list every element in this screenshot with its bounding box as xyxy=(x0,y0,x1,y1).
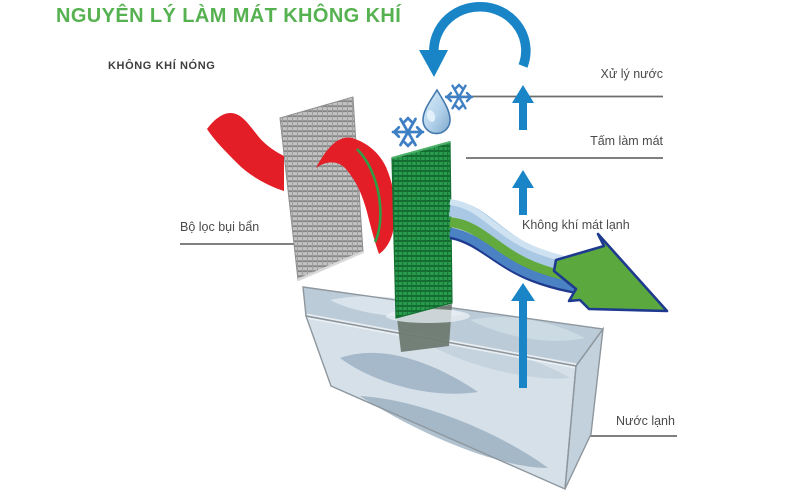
snowflake-icon xyxy=(391,116,425,148)
up-arrow-icon xyxy=(512,85,534,215)
water-droplet-icon xyxy=(422,88,451,135)
cooling-pad-panel xyxy=(391,141,453,319)
up-arrow-icon xyxy=(511,283,535,388)
cold-water-label: Nước lạnh xyxy=(616,414,675,428)
dust-filter-label: Bộ lọc bụi bẩn xyxy=(180,220,260,234)
cool-air-arrow-icon xyxy=(448,199,669,313)
dust-filter-panel xyxy=(279,96,364,282)
circular-arrow-icon xyxy=(419,1,531,77)
page-title: NGUYÊN LÝ LÀM MÁT KHÔNG KHÍ xyxy=(56,5,402,27)
snowflake-icon xyxy=(444,83,474,111)
leader-lines xyxy=(180,95,677,437)
cool-air-label: Không khí mát lạnh xyxy=(522,218,630,232)
hot-air-ribbon xyxy=(207,112,284,191)
hot-air-label: KHÔNG KHÍ NÓNG xyxy=(108,60,216,72)
cooling-pad-label: Tấm làm mát xyxy=(590,134,663,148)
hot-air-ribbon-2 xyxy=(316,137,396,254)
water-treatment-label: Xử lý nước xyxy=(600,67,663,81)
